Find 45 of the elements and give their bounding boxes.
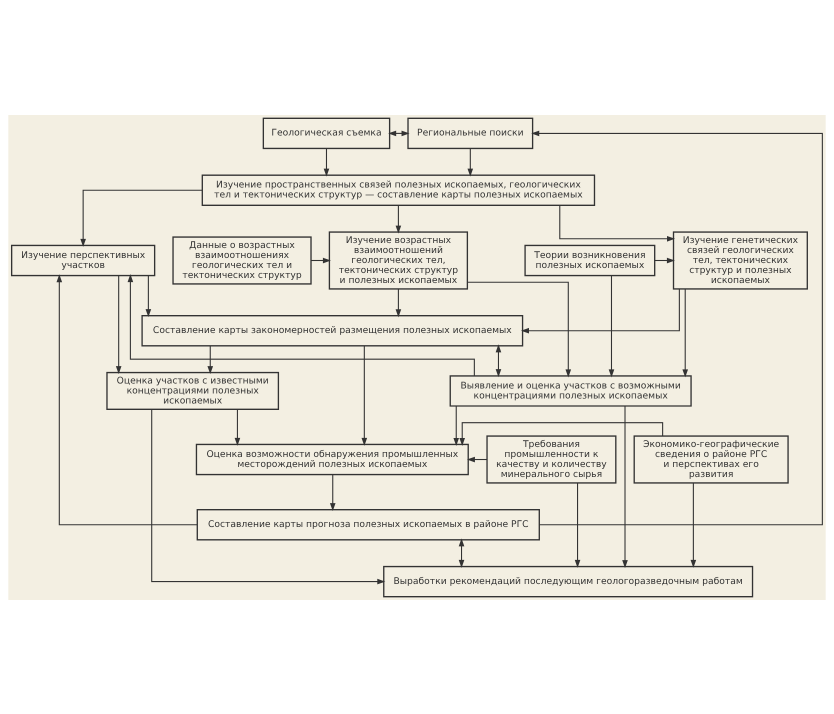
arrow [559, 204, 676, 242]
arrow [151, 409, 386, 584]
arrow [574, 482, 580, 568]
node-box: Данные о возрастных взаимоотношениях геологических тел и тектонических структур [172, 236, 312, 284]
arrow [682, 288, 688, 377]
arrow [311, 257, 331, 263]
arrow [324, 148, 330, 176]
node-box: Оценка участков с известными концентрациями полезных ископаемых [106, 371, 280, 410]
arrow [128, 274, 475, 376]
node-box: Геологическая съемка [262, 117, 390, 149]
arrow [207, 345, 214, 374]
node-box: Изучение генетических связей геологических тел, тектонических структур и полезных ископаемых [672, 230, 808, 290]
node-box: Экономико-географические сведения о районе РГС и перспективах его развития [634, 434, 789, 484]
arrow [608, 275, 614, 377]
arrow [622, 406, 628, 568]
arrow [234, 409, 240, 446]
arrow [468, 281, 572, 377]
arrow [362, 346, 368, 446]
arrow [468, 148, 474, 176]
arrow [496, 344, 502, 377]
node-box: Составление карты закономерностей размещения полезных ископаемых [141, 314, 524, 346]
node-box: Требования промышленности к качеству и количеству минерального сырья [486, 434, 616, 484]
arrow [396, 205, 402, 234]
node-box: Оценка возможности обнаружения промышленных месторождений полезных ископаемых [196, 443, 469, 475]
node-box: Теории возникновения полезных ископаемых [524, 244, 656, 276]
arrow [453, 406, 460, 446]
node-box: Изучение перспективных участков [10, 244, 156, 276]
arrow [531, 130, 823, 525]
arrow [690, 482, 696, 568]
node-box: Составление карты прогноза полезных ископаемых в районе РГС [196, 508, 540, 540]
arrow [56, 274, 198, 525]
node-box: Изучение возрастных взаимоотношений геологических тел, тектонических структур и полезных ископаемых [328, 230, 468, 290]
arrow [146, 275, 152, 317]
arrow [396, 288, 402, 317]
arrow [116, 275, 122, 374]
arrow [654, 257, 675, 263]
node-box: Выявление и оценка участков с возможными концентрациями полезных ископаемых [450, 374, 692, 406]
node-box: Изучение пространственных связей полезных ископаемых, геологических тел и тектонических структур — составление карты полезных ископаемых [202, 174, 596, 206]
arrow [80, 189, 202, 246]
arrow [520, 288, 680, 334]
arrow [466, 456, 487, 462]
node-box: Региональные поиски [407, 117, 534, 149]
arrow [330, 474, 336, 511]
arrow [458, 538, 464, 568]
node-box: Выработки рекомендаций последующим геологоразведочным работам [383, 565, 754, 597]
